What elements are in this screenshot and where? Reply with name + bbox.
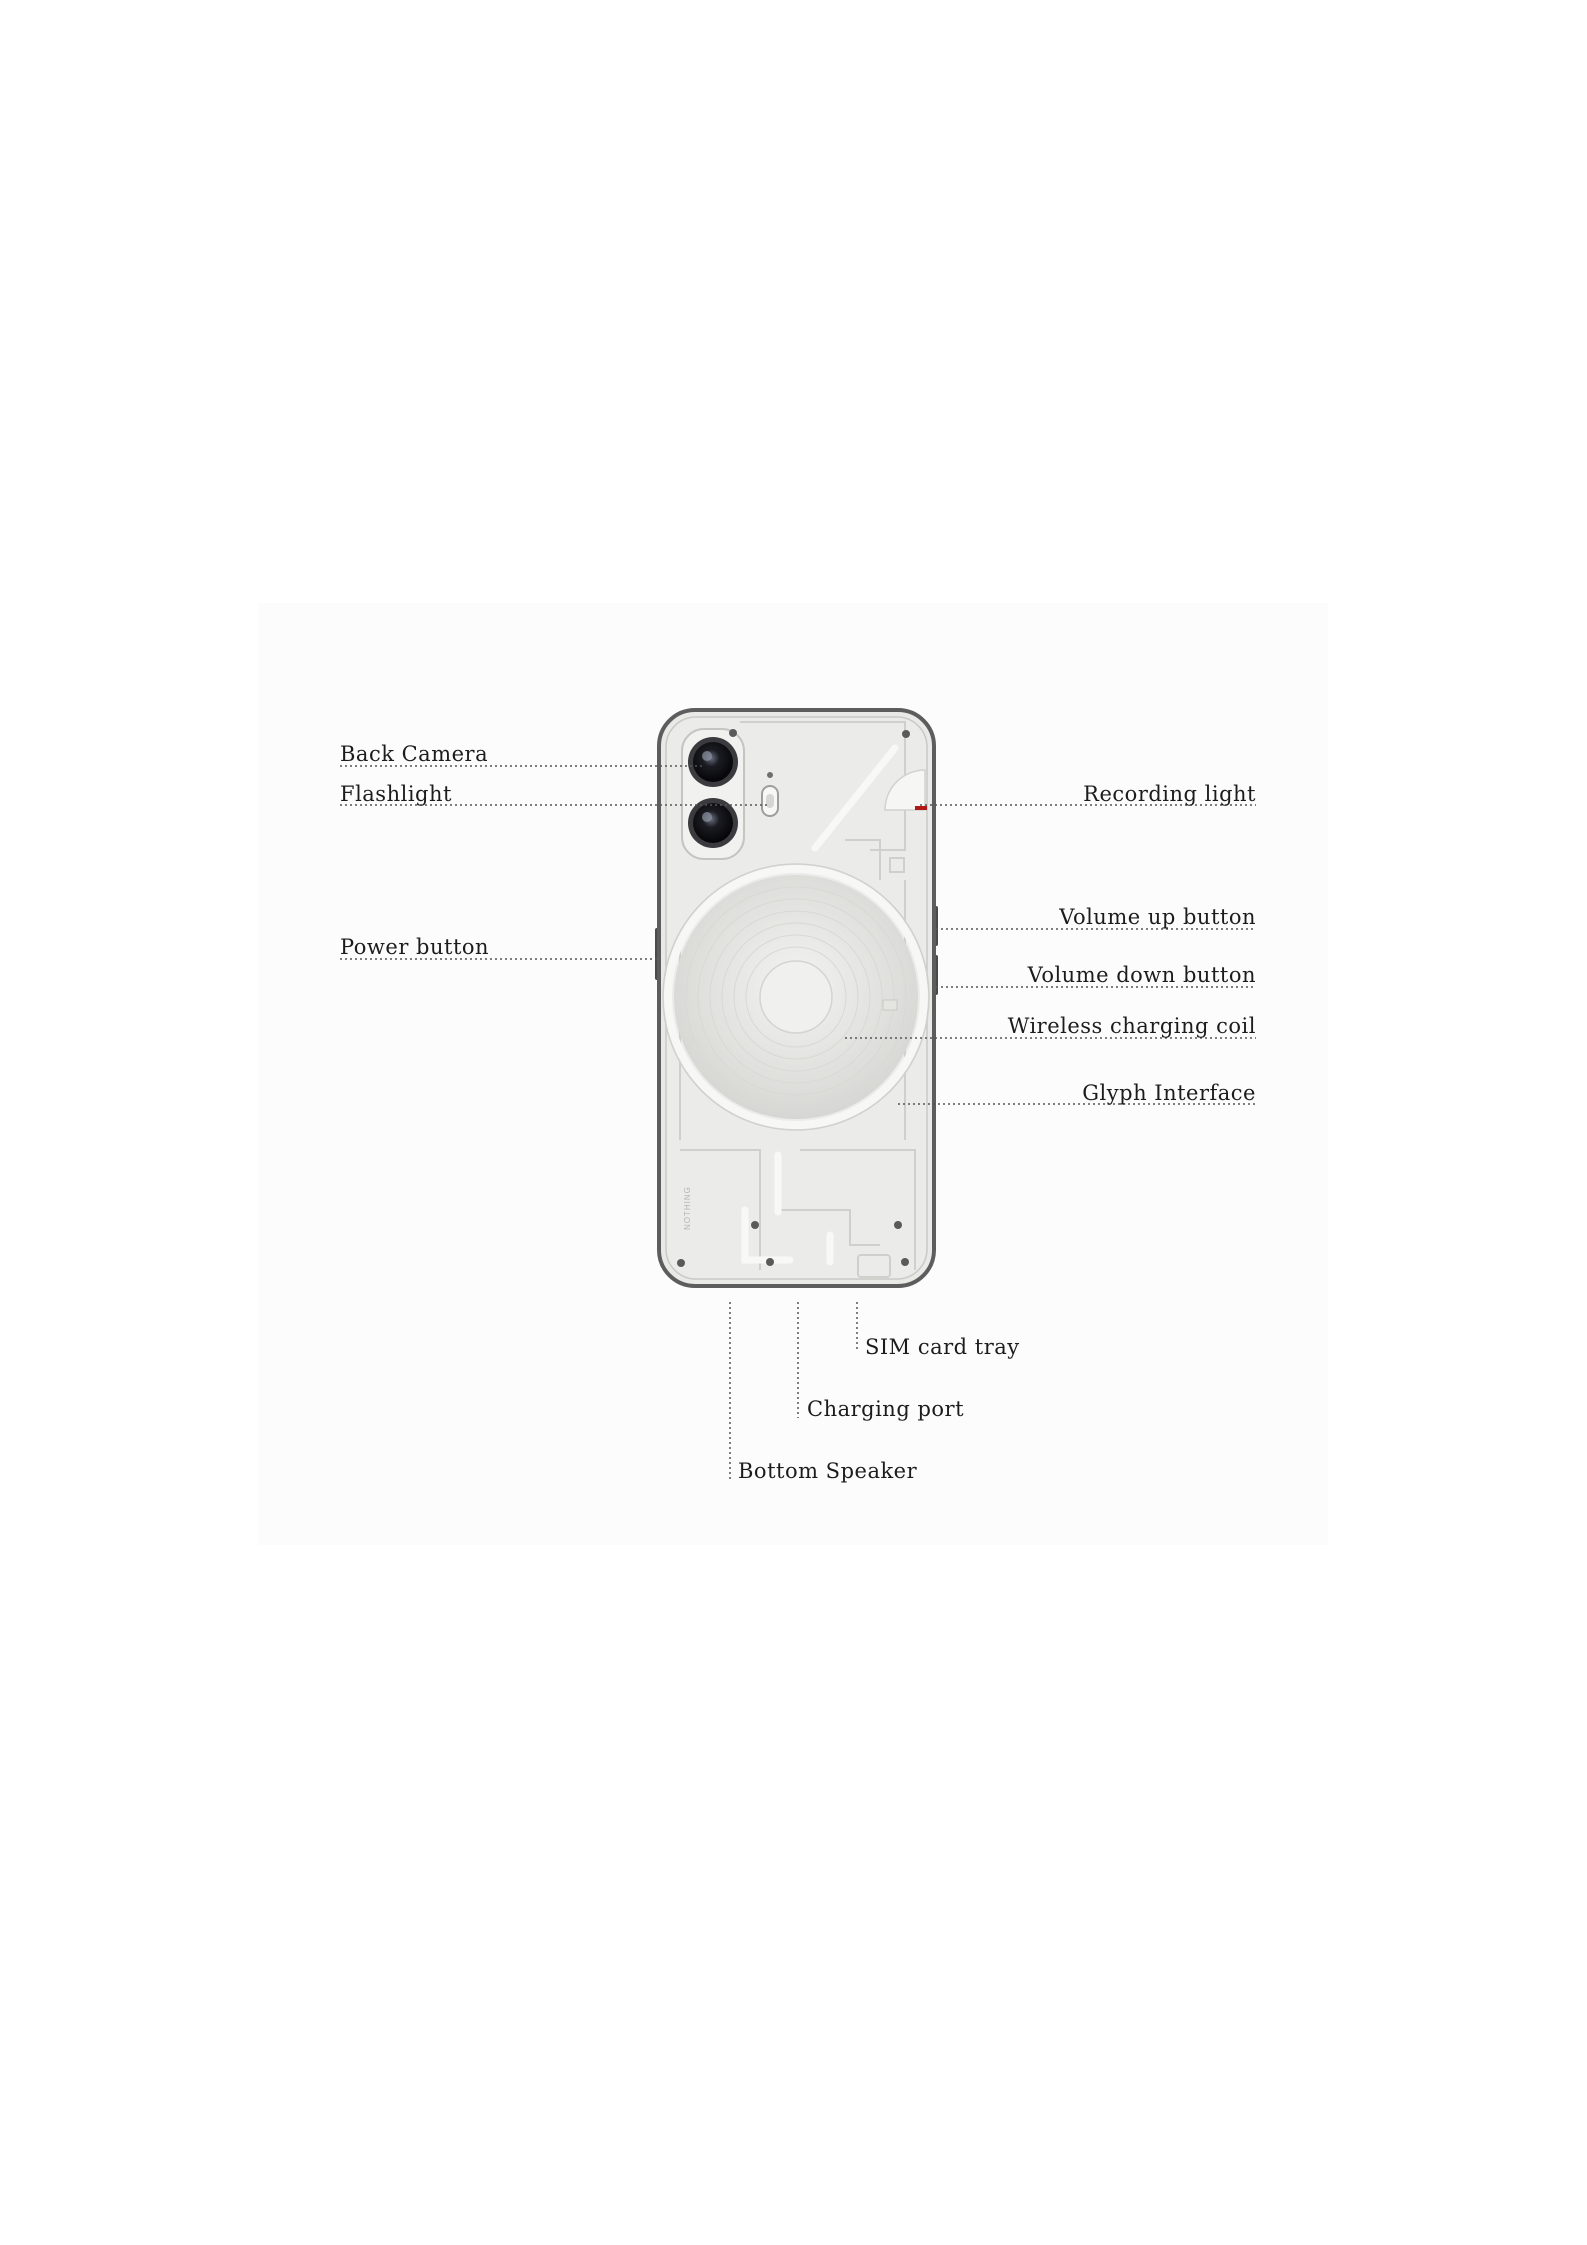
label-power-button: Power button: [340, 934, 489, 960]
label-volume-up-button: Volume up button: [1059, 904, 1256, 930]
label-volume-down-button: Volume down button: [1028, 962, 1256, 988]
microphone-hole: [767, 772, 773, 778]
label-recording-light: Recording light: [1083, 781, 1256, 807]
label-back-camera: Back Camera: [340, 741, 488, 767]
label-glyph-interface: Glyph Interface: [1082, 1080, 1256, 1106]
label-bottom-speaker: Bottom Speaker: [738, 1458, 917, 1484]
camera-lens-glint-1: [702, 751, 712, 761]
camera-lens-glint-2: [702, 812, 712, 822]
label-charging-port: Charging port: [807, 1396, 964, 1422]
phone-brand-text: NOTHING: [683, 1186, 692, 1230]
camera-lens-1: [693, 742, 733, 782]
coil-connector: [883, 1000, 897, 1010]
flashlight-led: [766, 794, 774, 808]
label-wireless-charging-coil: Wireless charging coil: [1008, 1013, 1256, 1039]
label-flashlight: Flashlight: [340, 781, 452, 807]
label-sim-card-tray: SIM card tray: [865, 1334, 1020, 1360]
recording-light: [915, 806, 927, 810]
camera-lens-2: [693, 803, 733, 843]
coil-center: [760, 961, 832, 1033]
